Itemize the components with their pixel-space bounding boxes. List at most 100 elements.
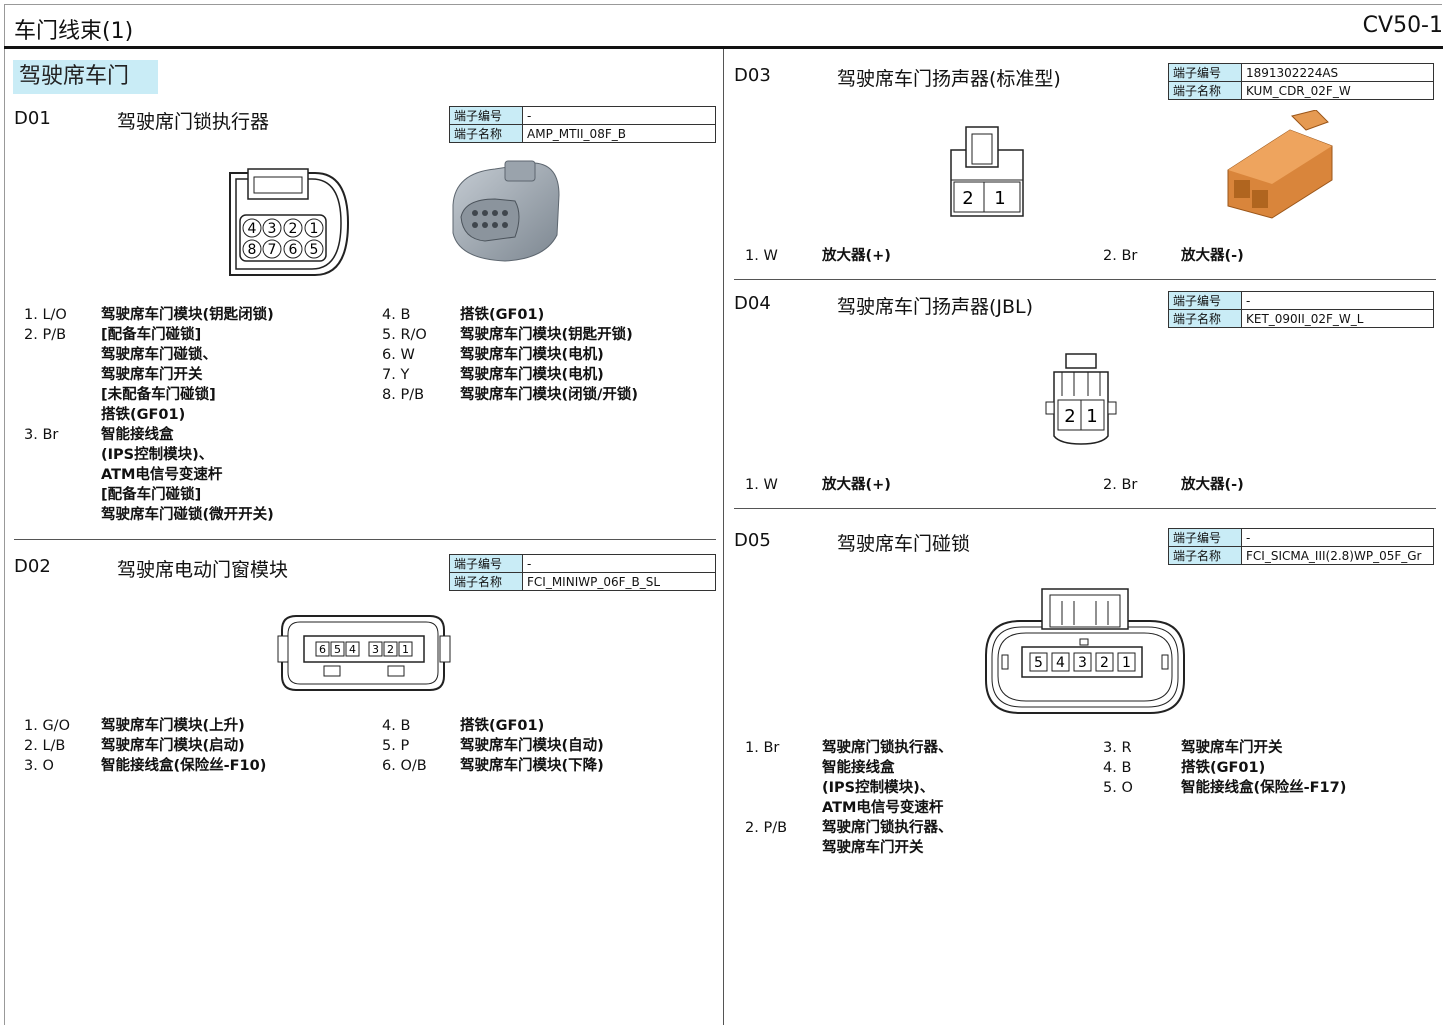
connector-name-d02: 驾驶席电动门窗模块 bbox=[117, 559, 289, 581]
pin-number: 2. Br bbox=[1103, 248, 1138, 264]
pin-label: 2 bbox=[387, 643, 394, 656]
term-no-label: 端子编号 bbox=[1168, 528, 1242, 547]
pin-row: 5. O 智能接线盒(保险丝-F17) bbox=[1103, 778, 1433, 798]
pin-desc: 驾驶席门锁执行器、 bbox=[822, 820, 953, 836]
pin-number: 1. W bbox=[745, 248, 778, 264]
pin-row: 2. L/B 驾驶席车门模块(启动) bbox=[24, 736, 354, 756]
section-divider bbox=[14, 539, 716, 540]
pin-desc: 智能接线盒(保险丝-F17) bbox=[1181, 780, 1347, 796]
pin-desc: 驾驶席车门模块(启动) bbox=[101, 738, 245, 754]
pin-row-continued: 智能接线盒 bbox=[745, 758, 1085, 778]
pin-desc: 驾驶席车门开关 bbox=[822, 840, 924, 856]
page-title: 车门线束(1) bbox=[14, 19, 134, 44]
pin-desc: (IPS控制模块)、 bbox=[822, 780, 935, 796]
pin-row-continued: (IPS控制模块)、 bbox=[24, 445, 354, 465]
term-no-label: 端子编号 bbox=[449, 554, 523, 573]
pin-label: 1 bbox=[994, 188, 1005, 209]
pin-row: 3. R 驾驶席车门开关 bbox=[1103, 738, 1433, 758]
pin-number: 3. Br bbox=[24, 427, 59, 443]
pin-label: 5 bbox=[1034, 655, 1043, 671]
pin-desc: 驾驶席车门模块(电机) bbox=[460, 347, 604, 363]
pin-desc: ATM电信号变速杆 bbox=[101, 467, 223, 483]
pin-number: 3. R bbox=[1103, 740, 1132, 756]
pin-desc: 驾驶席车门开关 bbox=[1181, 740, 1283, 756]
pin-desc: [配备车门碰锁] bbox=[101, 487, 202, 503]
term-name-value: AMP_MTII_08F_B bbox=[522, 124, 716, 143]
pin-number: 2. Br bbox=[1103, 477, 1138, 493]
pin-desc: 放大器(-) bbox=[1181, 248, 1244, 264]
pin-label: 4 bbox=[349, 643, 356, 656]
pin-label: 5 bbox=[310, 242, 319, 258]
term-no-value: 1891302224AS bbox=[1241, 63, 1434, 82]
pin-number: 5. O bbox=[1103, 780, 1133, 796]
pin-label: 4 bbox=[248, 221, 257, 237]
pin-row: 1. W 放大器(+) 2. Br 放大器(-) bbox=[745, 475, 1425, 495]
pin-number: 4. B bbox=[382, 307, 411, 323]
pin-desc: 驾驶席车门模块(自动) bbox=[460, 738, 604, 754]
pin-desc: 搭铁(GF01) bbox=[460, 307, 545, 323]
pin-list-d05-right: 3. R 驾驶席车门开关 4. B 搭铁(GF01) 5. O 智能接线盒(保险丝-F… bbox=[1103, 738, 1433, 798]
pin-desc: (IPS控制模块)、 bbox=[101, 447, 214, 463]
pin-desc: 智能接线盒 bbox=[101, 427, 174, 443]
term-name-label: 端子名称 bbox=[449, 124, 523, 143]
pin-label: 1 bbox=[402, 643, 409, 656]
pin-label: 3 bbox=[268, 221, 277, 237]
pin-row-continued: 驾驶席车门开关 bbox=[24, 365, 354, 385]
pin-desc: [配备车门碰锁] bbox=[101, 327, 202, 343]
pin-number: 2. L/B bbox=[24, 738, 66, 754]
pin-desc: 驾驶席车门模块(电机) bbox=[460, 367, 604, 383]
term-no-value: - bbox=[522, 106, 716, 125]
pin-number: 1. W bbox=[745, 477, 778, 493]
pin-row-continued: 驾驶席车门碰锁(微开开关) bbox=[24, 505, 354, 525]
term-name-label: 端子名称 bbox=[449, 572, 523, 591]
connector-name-d03: 驾驶席车门扬声器(标准型) bbox=[837, 68, 1061, 90]
pin-desc: [未配备车门碰锁] bbox=[101, 387, 216, 403]
pin-desc: 搭铁(GF01) bbox=[101, 407, 186, 423]
pin-row-continued: ATM电信号变速杆 bbox=[745, 798, 1085, 818]
pin-number: 8. P/B bbox=[382, 387, 425, 403]
pin-desc: 驾驶席车门模块(下降) bbox=[460, 758, 604, 774]
pin-number: 5. R/O bbox=[382, 327, 427, 343]
pin-desc: 驾驶席车门碰锁、 bbox=[101, 347, 217, 363]
term-no-value: - bbox=[1241, 528, 1434, 547]
connector-face-d02: 6 5 4 3 2 1 bbox=[277, 615, 451, 691]
header-rule bbox=[4, 46, 1443, 49]
term-name-label: 端子名称 bbox=[1168, 81, 1242, 100]
column-divider bbox=[723, 49, 724, 1025]
connector-face-d04: 2 1 bbox=[1045, 353, 1117, 445]
section-divider bbox=[734, 279, 1436, 280]
pin-label: 2 bbox=[1100, 655, 1109, 671]
pin-number: 6. O/B bbox=[382, 758, 427, 774]
connector-id-d05: D05 bbox=[734, 530, 771, 551]
pin-desc: 智能接线盒 bbox=[822, 760, 895, 776]
page-code: CV50-1 bbox=[1362, 13, 1443, 38]
connector-id-d02: D02 bbox=[14, 556, 51, 577]
pin-desc: 驾驶席车门碰锁(微开开关) bbox=[101, 507, 274, 523]
term-no-value: - bbox=[1241, 291, 1434, 310]
term-name-value: FCI_SICMA_III(2.8)WP_05F_Gr bbox=[1241, 546, 1434, 565]
pin-number: 4. B bbox=[1103, 760, 1132, 776]
connector-id-d01: D01 bbox=[14, 108, 51, 129]
pin-number: 2. P/B bbox=[24, 327, 67, 343]
term-name-value: KUM_CDR_02F_W bbox=[1241, 81, 1434, 100]
pin-desc: 驾驶席门锁执行器、 bbox=[822, 740, 953, 756]
pin-label: 4 bbox=[1056, 655, 1065, 671]
pin-desc: 搭铁(GF01) bbox=[1181, 760, 1266, 776]
pin-row: 6. O/B 驾驶席车门模块(下降) bbox=[382, 756, 712, 776]
pin-label: 2 bbox=[1064, 406, 1075, 427]
connector-id-d04: D04 bbox=[734, 293, 771, 314]
